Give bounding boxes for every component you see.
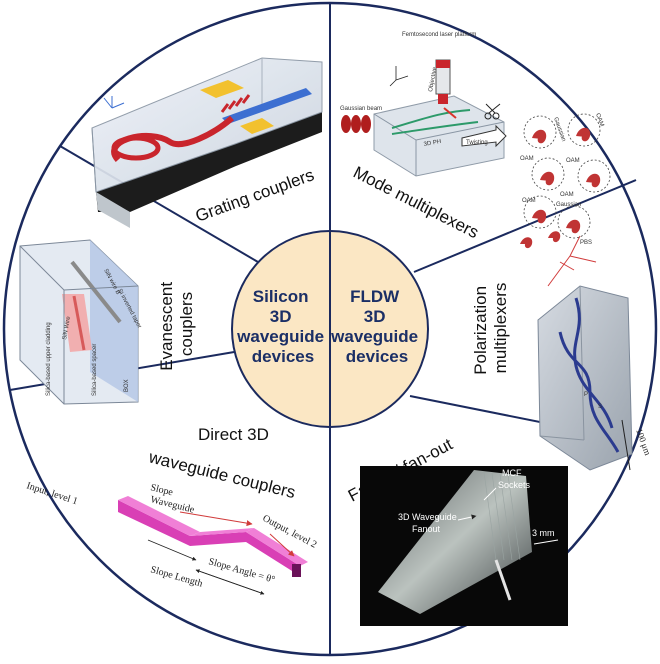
mode-annotation-oam-4: OAM xyxy=(566,158,580,164)
center-right-line-3: waveguide xyxy=(330,327,418,346)
evanescent-coupler-illustration xyxy=(19,239,139,405)
mode-annotation-objective: Objective xyxy=(428,66,438,92)
polarization-annotation-p: P xyxy=(584,392,588,398)
mode-annotation-twisting: Twisting xyxy=(466,140,488,146)
direct-couplers-label: Direct 3D xyxy=(198,425,269,444)
fanin-annotation-sockets: Sockets xyxy=(498,480,531,490)
polarization-label-line-2: multiplexers xyxy=(491,283,510,374)
direct-annotation-slope-1: Slope xyxy=(149,482,174,498)
mode-multiplexer-illustration xyxy=(341,59,611,249)
mode-annotation-laser-platform: Femtosecond laser platform xyxy=(402,32,476,38)
center-left-line-4: devices xyxy=(252,347,314,366)
mode-annotation-oam-6: Gaussian xyxy=(556,202,581,208)
direct-label-line-1: Direct 3D xyxy=(198,425,269,444)
center-right-line-2: 3D xyxy=(364,307,386,326)
fanin-annotation-wg-2: Fanout xyxy=(412,524,441,534)
center-left-line-3: waveguide xyxy=(236,327,324,346)
polarization-annotation-pbs: PBS xyxy=(580,240,592,246)
direct-coupler-illustration xyxy=(118,496,308,595)
evanescent-annotation-upper-cladding: Silica-based upper cladding xyxy=(46,322,52,396)
mode-annotation-gaussian-beam: Gaussian beam xyxy=(340,106,382,112)
mode-annotation-oam-7: OAM xyxy=(560,192,574,198)
evanescent-annotation-spacer: Silica-based spacer xyxy=(92,344,98,396)
evanescent-couplers-label: Evanescent couplers xyxy=(157,277,196,371)
center-right-text: FLDW 3D waveguide devices xyxy=(330,287,423,366)
polarization-label-line-1: Polarization xyxy=(471,286,490,375)
mode-annotation-oam-5: OAM xyxy=(522,198,536,204)
fanin-annotation-wg-1: 3D Waveguide xyxy=(398,512,457,522)
mode-annotation-oam-3: OAM xyxy=(520,156,534,162)
evanescent-annotation-box: BOX xyxy=(124,379,130,392)
center-right-line-4: devices xyxy=(346,347,408,366)
evanescent-annotation-sin-wire: SiN Wire xyxy=(62,315,72,340)
polarization-multiplexers-label: Polarization multiplexers xyxy=(471,281,510,375)
polarization-annotation-s: S xyxy=(598,404,602,410)
center-left-line-1: Silicon xyxy=(253,287,309,306)
polarization-multiplexer-illustration xyxy=(537,235,633,471)
evanescent-label-line-2: couplers xyxy=(177,292,196,356)
fanin-annotation-mcf: MCF xyxy=(502,468,522,478)
center-left-line-2: 3D xyxy=(270,307,292,326)
fanin-photo xyxy=(360,466,568,626)
center-left-text: Silicon 3D waveguide devices xyxy=(236,287,329,366)
center-right-line-1: FLDW xyxy=(350,287,400,306)
mode-annotation-oam-2: OAM xyxy=(594,113,604,128)
mode-annotation-3dph: 3D PH xyxy=(423,139,441,148)
fanin-annotation-scale: 3 mm xyxy=(532,528,555,538)
evanescent-label-line-1: Evanescent xyxy=(157,282,176,371)
grating-coupler-illustration xyxy=(91,57,323,228)
